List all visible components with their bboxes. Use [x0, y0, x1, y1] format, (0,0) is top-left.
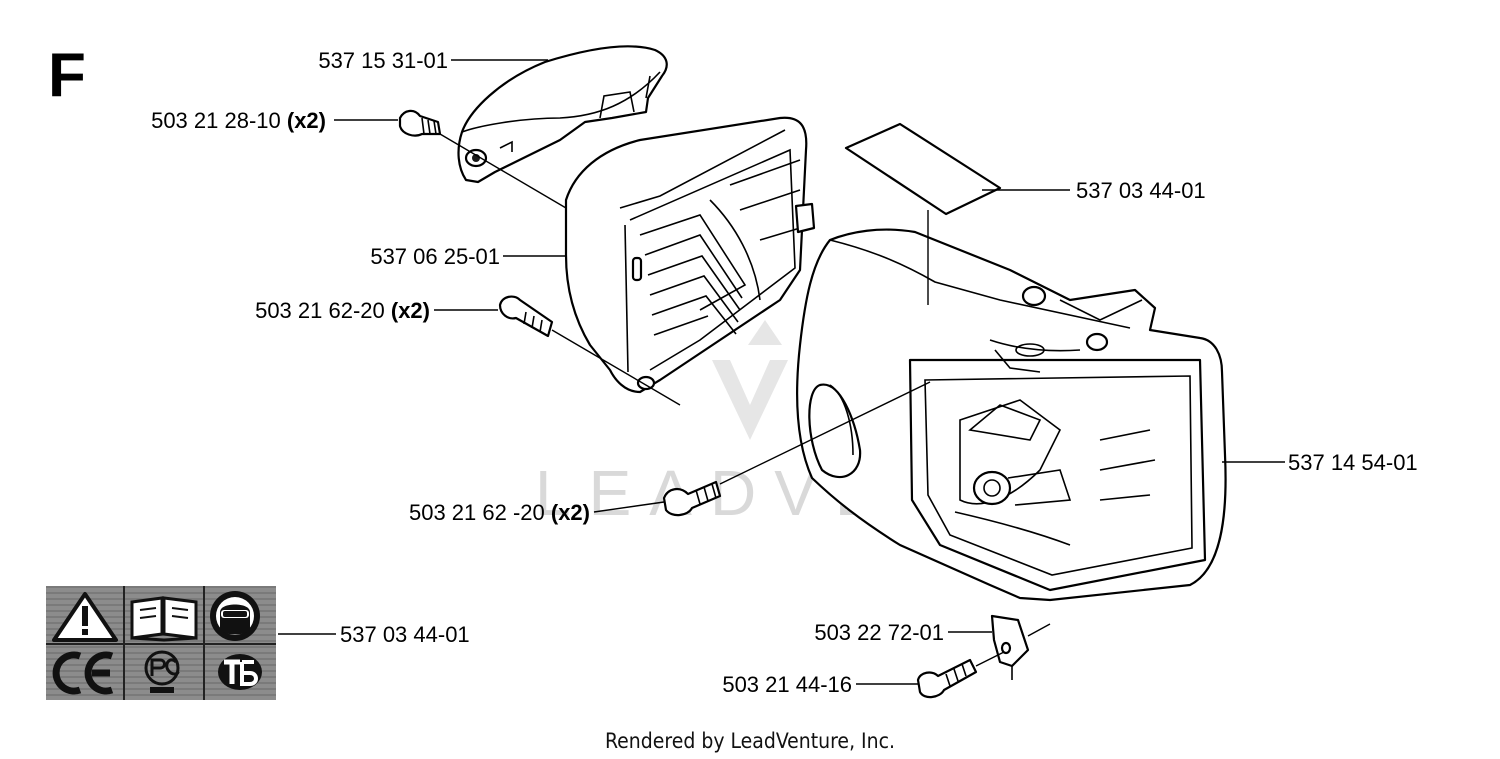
callout-top-cap: 537 15 31-01	[318, 48, 448, 73]
tb-mark-icon	[218, 654, 262, 690]
cover-screw-part	[498, 295, 554, 338]
top-cap-part	[457, 45, 668, 184]
pct-mark-icon	[144, 650, 180, 693]
eye-protection-icon	[210, 591, 260, 641]
ce-mark-icon	[52, 651, 114, 695]
housing-part	[796, 228, 1227, 602]
housing-screw-part	[662, 480, 722, 517]
clip-screw-part	[916, 658, 978, 699]
callout-warning-label: 537 03 44-01	[340, 622, 470, 647]
callout-housing-screw: 503 21 62 -20 (x2)	[409, 500, 590, 525]
section-letter: F	[48, 41, 86, 110]
callout-cylinder-cover: 537 06 25-01	[370, 244, 500, 269]
clip-part	[990, 614, 1030, 680]
cylinder-cover-part	[564, 116, 816, 394]
callout-decal: 537 03 44-01	[1076, 178, 1206, 203]
footer-credit: Rendered by LeadVenture, Inc.	[605, 729, 895, 753]
decal-part	[844, 122, 1002, 216]
warning-triangle-icon	[52, 592, 118, 642]
callout-housing: 537 14 54-01	[1288, 450, 1418, 475]
callout-cap-screw: 503 21 28-10 (x2)	[151, 108, 326, 133]
callout-cover-screw: 503 21 62-20 (x2)	[255, 298, 430, 323]
callout-clip: 503 22 72-01	[814, 620, 944, 645]
cap-screw-part	[398, 109, 442, 137]
warning-label-part	[46, 586, 276, 700]
callout-clip-screw: 503 21 44-16	[722, 672, 852, 697]
manual-book-icon	[130, 596, 198, 642]
leader-lines	[278, 59, 1285, 685]
